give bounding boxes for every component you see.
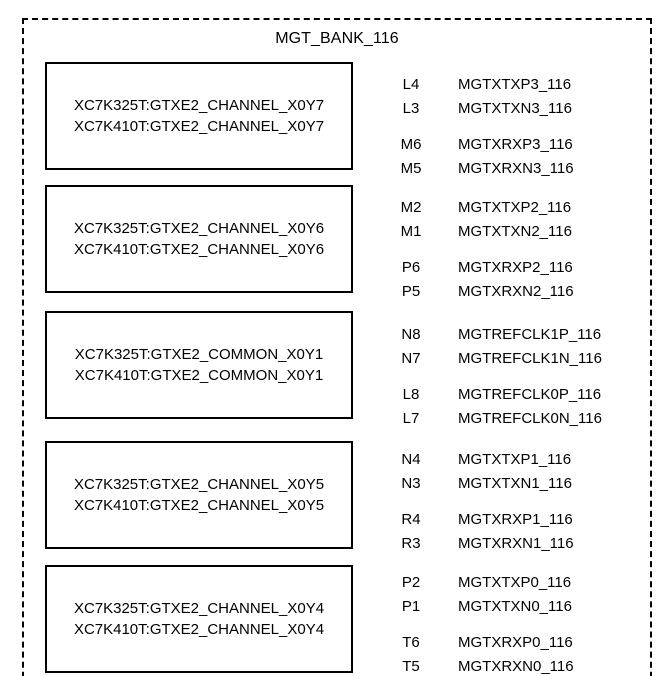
pin-signal-name: MGTXTXP1_116 xyxy=(458,451,572,468)
pin-row: R4 MGTXRXP1_116 xyxy=(388,510,650,530)
primitive-label-line: XC7K410T:GTXE2_COMMON_X0Y1 xyxy=(74,367,324,384)
primitive-label-line: XC7K325T:GTXE2_COMMON_X0Y1 xyxy=(74,346,324,363)
primitive-label-line: XC7K325T:GTXE2_CHANNEL_X0Y5 xyxy=(73,476,325,493)
primitive-label-line: XC7K410T:GTXE2_CHANNEL_X0Y6 xyxy=(73,241,325,258)
pin-signal-name: MGTXTXP3_116 xyxy=(458,76,572,93)
pin-row: T5 MGTXRXN0_116 xyxy=(388,657,650,676)
bank-boundary-dashed xyxy=(22,18,652,676)
pin-row: P2 MGTXTXP0_116 xyxy=(388,573,650,593)
pin-signal-name: MGTXTXN3_116 xyxy=(458,100,572,117)
pin-number: L8 xyxy=(402,386,420,403)
pin-number: P6 xyxy=(401,259,421,276)
pin-number: P2 xyxy=(401,574,421,591)
pin-signal-name: MGTXRXN0_116 xyxy=(458,658,574,675)
pin-signal-name: MGTREFCLK0P_116 xyxy=(458,386,602,403)
pin-number: P5 xyxy=(401,283,421,300)
pin-row: L4 MGTXTXP3_116 xyxy=(388,75,650,95)
pin-number: M2 xyxy=(400,199,422,216)
pin-row: P6 MGTXRXP2_116 xyxy=(388,258,650,278)
pin-row: T6 MGTXRXP0_116 xyxy=(388,633,650,653)
primitive-label-line: XC7K410T:GTXE2_CHANNEL_X0Y5 xyxy=(73,497,325,514)
pin-row: N7 MGTREFCLK1N_116 xyxy=(388,349,650,369)
pin-row: P5 MGTXRXN2_116 xyxy=(388,282,650,302)
pin-signal-name: MGTXTXN0_116 xyxy=(458,598,572,615)
pin-signal-name: MGTXRXP1_116 xyxy=(458,511,573,528)
pin-number: P1 xyxy=(401,598,421,615)
primitive-label-line: XC7K325T:GTXE2_CHANNEL_X0Y6 xyxy=(73,220,325,237)
pin-number: T5 xyxy=(402,658,420,675)
pin-signal-name: MGTREFCLK1P_116 xyxy=(458,326,602,343)
pin-number: M1 xyxy=(400,223,422,240)
pin-row: M6 MGTXRXP3_116 xyxy=(388,135,650,155)
pin-row: M1 MGTXTXN2_116 xyxy=(388,222,650,242)
pin-signal-name: MGTXTXP2_116 xyxy=(458,199,572,216)
pin-row: L7 MGTREFCLK0N_116 xyxy=(388,409,650,429)
primitive-label-line: XC7K325T:GTXE2_CHANNEL_X0Y7 xyxy=(73,97,325,114)
pin-row: R3 MGTXRXN1_116 xyxy=(388,534,650,554)
pin-number: N8 xyxy=(401,326,421,343)
pin-row: N8 MGTREFCLK1P_116 xyxy=(388,325,650,345)
primitive-label-line: XC7K410T:GTXE2_CHANNEL_X0Y4 xyxy=(73,621,325,638)
pin-row: L8 MGTREFCLK0P_116 xyxy=(388,385,650,405)
pin-signal-name: MGTREFCLK0N_116 xyxy=(458,410,602,427)
pin-row: L3 MGTXTXN3_116 xyxy=(388,99,650,119)
pin-row: N3 MGTXTXN1_116 xyxy=(388,474,650,494)
pin-row: M5 MGTXRXN3_116 xyxy=(388,159,650,179)
pin-signal-name: MGTXRXP3_116 xyxy=(458,136,573,153)
pin-number: N3 xyxy=(401,475,421,492)
pin-signal-name: MGTXRXN3_116 xyxy=(458,160,574,177)
pin-signal-name: MGTXTXN1_116 xyxy=(458,475,572,492)
pin-number: M5 xyxy=(400,160,422,177)
pin-signal-name: MGTREFCLK1N_116 xyxy=(458,350,602,367)
bank-title: MGT_BANK_116 xyxy=(275,30,399,47)
pin-signal-name: MGTXTXP0_116 xyxy=(458,574,572,591)
pin-signal-name: MGTXRXN1_116 xyxy=(458,535,574,552)
pin-number: R3 xyxy=(401,535,421,552)
primitive-label-line: XC7K325T:GTXE2_CHANNEL_X0Y4 xyxy=(73,600,325,617)
pin-signal-name: MGTXTXN2_116 xyxy=(458,223,572,240)
pin-signal-name: MGTXRXN2_116 xyxy=(458,283,574,300)
pin-row: P1 MGTXTXN0_116 xyxy=(388,597,650,617)
pin-signal-name: MGTXRXP0_116 xyxy=(458,634,573,651)
pin-signal-name: MGTXRXP2_116 xyxy=(458,259,573,276)
pin-number: L3 xyxy=(402,100,420,117)
pin-number: N7 xyxy=(401,350,421,367)
pin-number: N4 xyxy=(401,451,421,468)
pin-number: L4 xyxy=(402,76,420,93)
pin-number: T6 xyxy=(402,634,420,651)
pin-row: M2 MGTXTXP2_116 xyxy=(388,198,650,218)
pin-number: M6 xyxy=(400,136,422,153)
primitive-label-line: XC7K410T:GTXE2_CHANNEL_X0Y7 xyxy=(73,118,325,135)
pin-number: L7 xyxy=(402,410,420,427)
pin-number: R4 xyxy=(401,511,421,528)
pin-row: N4 MGTXTXP1_116 xyxy=(388,450,650,470)
